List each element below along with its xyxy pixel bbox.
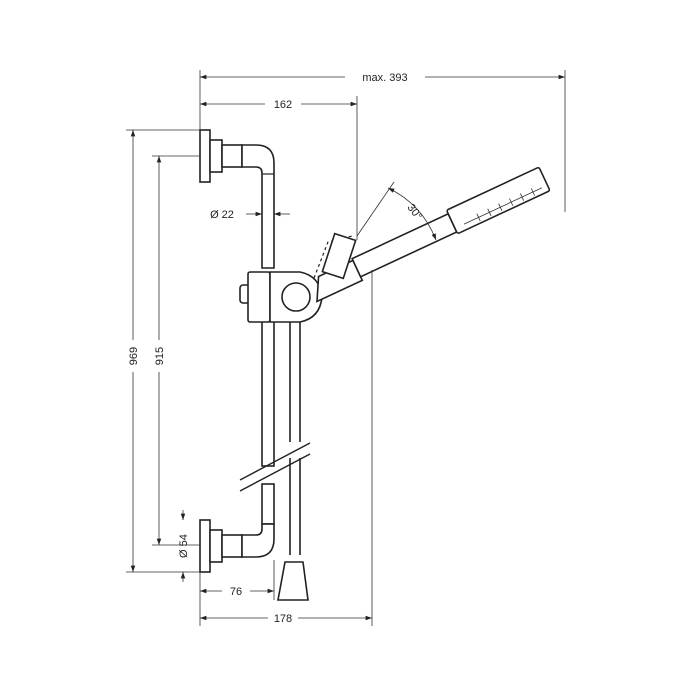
break-marks [239, 442, 311, 492]
hand-shower [313, 166, 551, 303]
spray-angle-label: 30° [405, 202, 425, 223]
bar-diameter-label: Ø 22 [210, 209, 234, 221]
bottom-wall-bracket [199, 519, 243, 573]
wall-to-hose-label: 178 [274, 613, 292, 625]
wall-to-bar-label: 76 [230, 586, 242, 598]
bracket-spacing-label: 915 [154, 347, 166, 365]
shower-rail [241, 144, 275, 558]
slider-body [239, 271, 323, 323]
total-height-label: 969 [128, 347, 140, 365]
max-width-label: max. 393 [362, 72, 407, 84]
dimension-lines [126, 70, 566, 626]
top-wall-bracket [199, 129, 243, 183]
wall-to-slider-label: 162 [274, 99, 292, 111]
shower-hose [277, 318, 309, 601]
bracket-diameter-label: Ø 54 [178, 534, 190, 558]
